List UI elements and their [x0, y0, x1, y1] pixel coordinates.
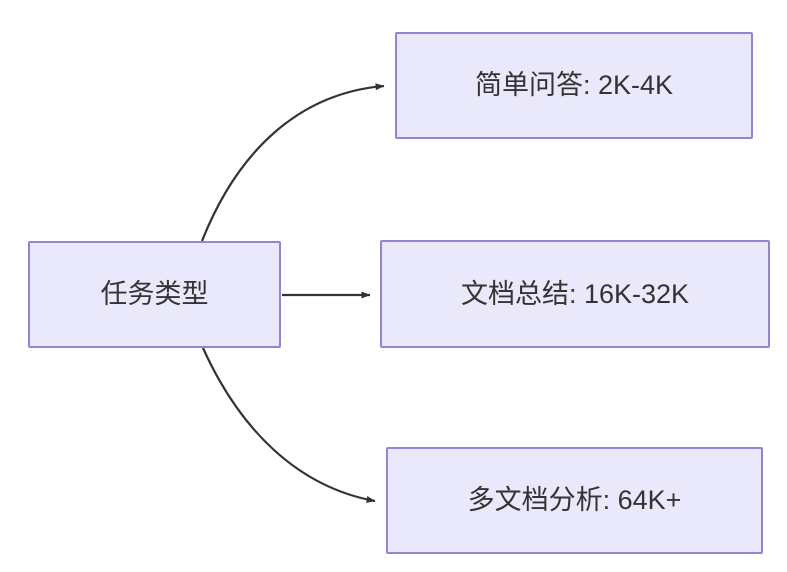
edge-root-to-multi-doc	[201, 347, 376, 503]
edge-root-to-simple-qa	[200, 83, 385, 242]
node-multi-doc-label: 多文档分析: 64K+	[467, 485, 682, 516]
node-multi-doc[interactable]: 多文档分析: 64K+	[386, 447, 763, 554]
node-simple-qa-label: 简单问答: 2K-4K	[474, 70, 674, 101]
node-simple-qa[interactable]: 简单问答: 2K-4K	[395, 32, 753, 139]
node-root-label: 任务类型	[100, 279, 209, 310]
node-root[interactable]: 任务类型	[28, 241, 281, 348]
node-doc-summary[interactable]: 文档总结: 16K-32K	[380, 240, 770, 348]
node-doc-summary-label: 文档总结: 16K-32K	[460, 278, 690, 309]
